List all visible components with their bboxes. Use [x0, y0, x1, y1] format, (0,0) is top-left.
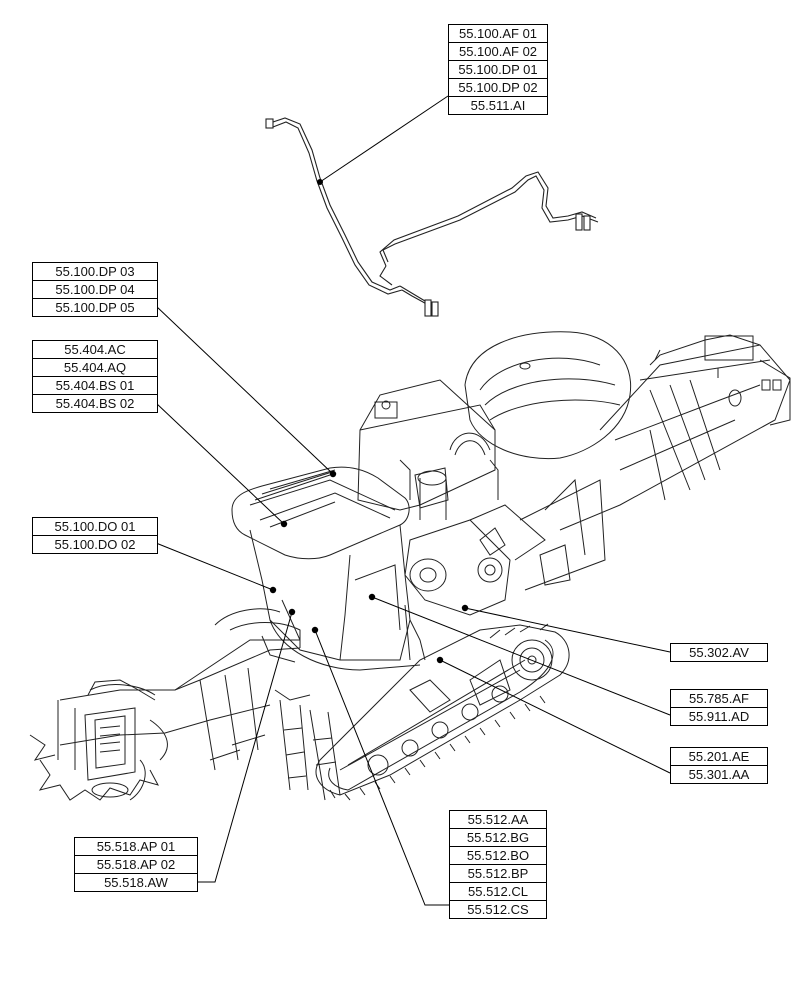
- callout-label[interactable]: 55.404.BS 01: [33, 377, 157, 395]
- elevator-conveyor: [559, 334, 791, 531]
- front-cutter: [29, 608, 311, 801]
- callout-label[interactable]: 55.911.AD: [688, 709, 750, 724]
- callout-cab-upper: 55.404.AC 55.404.AQ 55.404.BS 01 55.404.…: [32, 340, 158, 413]
- callout-label[interactable]: 55.512.CL: [450, 883, 546, 901]
- callout-label[interactable]: 55.404.AQ: [33, 359, 157, 377]
- callout-label[interactable]: 55.512.BG: [450, 829, 546, 847]
- reference-dots: [269, 470, 469, 664]
- callout-label[interactable]: 55.518.AP 02: [75, 856, 197, 874]
- callout-label[interactable]: 55.404.BS 02: [55, 396, 135, 411]
- callout-label[interactable]: 55.518.AW: [104, 875, 168, 890]
- leader-lines: [155, 95, 671, 906]
- callout-cab-front: 55.518.AP 01 55.518.AP 02 55.518.AW: [74, 837, 198, 892]
- wiring-harness: [265, 117, 599, 317]
- callout-label[interactable]: 55.100.DP 04: [33, 281, 157, 299]
- callout-label[interactable]: 55.785.AF: [671, 690, 767, 708]
- callout-label[interactable]: 55.512.BP: [450, 865, 546, 883]
- engine-block: [357, 379, 606, 616]
- callout-label[interactable]: 55.100.DP 05: [55, 300, 135, 315]
- callout-label[interactable]: 55.201.AE: [671, 748, 767, 766]
- callout-engine-right: 55.302.AV: [670, 643, 768, 662]
- callout-cab-base: 55.512.AA 55.512.BG 55.512.BO 55.512.BP …: [449, 810, 547, 919]
- callout-label[interactable]: 55.518.AP 01: [75, 838, 197, 856]
- callout-label[interactable]: 55.512.AA: [450, 811, 546, 829]
- callout-frame-lower: 55.201.AE 55.301.AA: [670, 747, 768, 784]
- callout-label[interactable]: 55.100.AF 01: [449, 25, 547, 43]
- callout-cab-side: 55.100.DO 01 55.100.DO 02: [32, 517, 158, 554]
- callout-label[interactable]: 55.512.BO: [450, 847, 546, 865]
- tank-outline: [464, 331, 632, 460]
- callout-label[interactable]: 55.100.DP 01: [449, 61, 547, 79]
- callout-label[interactable]: 55.100.DP 02: [449, 79, 547, 97]
- callout-label[interactable]: 55.100.DO 02: [54, 537, 136, 552]
- callout-label[interactable]: 55.404.AC: [33, 341, 157, 359]
- callout-label[interactable]: 55.100.DO 01: [33, 518, 157, 536]
- callout-harness-top: 55.100.AF 01 55.100.AF 02 55.100.DP 01 5…: [448, 24, 548, 115]
- callout-label[interactable]: 55.302.AV: [689, 645, 749, 660]
- callout-label[interactable]: 55.301.AA: [688, 767, 750, 782]
- side-supports: [279, 604, 426, 801]
- callout-label[interactable]: 55.100.AF 02: [449, 43, 547, 61]
- callout-frame-mid: 55.785.AF 55.911.AD: [670, 689, 768, 726]
- callout-label[interactable]: 55.511.AI: [470, 98, 526, 113]
- callout-cab-roof: 55.100.DP 03 55.100.DP 04 55.100.DP 05: [32, 262, 158, 317]
- cab-outline: [231, 466, 421, 671]
- callout-label[interactable]: 55.512.CS: [467, 902, 529, 917]
- track-assembly: [315, 623, 570, 801]
- callout-label[interactable]: 55.100.DP 03: [33, 263, 157, 281]
